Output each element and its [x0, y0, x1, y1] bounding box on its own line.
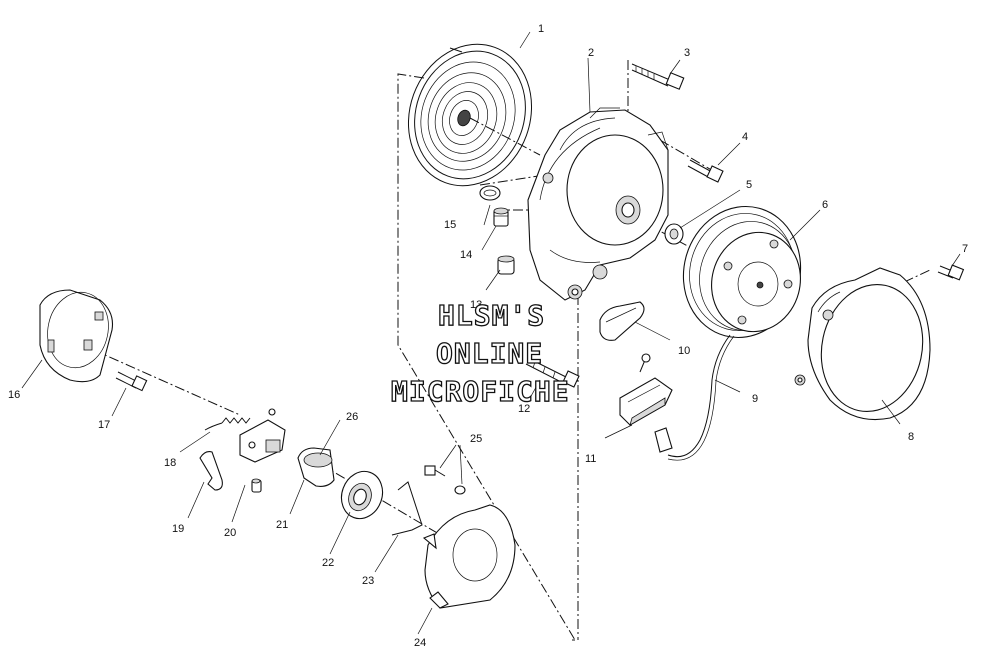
- fitting: [493, 207, 509, 227]
- recoil-spring: [407, 43, 533, 187]
- label-part-7: 7: [962, 243, 968, 255]
- cup-screw: [115, 371, 148, 392]
- label-part-19: 19: [172, 523, 184, 535]
- pin: [251, 478, 262, 493]
- outer-cover: [794, 267, 931, 421]
- label-part-20: 20: [224, 527, 236, 539]
- label-part-12: 12: [518, 403, 530, 415]
- long-bolt: [631, 63, 685, 90]
- label-part-26: 26: [346, 411, 358, 423]
- collar: [297, 447, 335, 487]
- starter-housing: [527, 107, 669, 301]
- starter-rope: [667, 334, 735, 461]
- washer-ring: [340, 470, 384, 520]
- small-spring: [204, 417, 251, 431]
- cover-bolt: [937, 264, 965, 281]
- cup-housing: [39, 289, 114, 383]
- watermark: HLSM'S ONLINE MICROFICHE: [390, 298, 570, 408]
- seal-ring: [664, 223, 684, 245]
- label-part-2: 2: [588, 47, 594, 59]
- long-screw: [525, 357, 580, 388]
- label-part-24: 24: [414, 637, 426, 649]
- cam-plate: [599, 301, 645, 341]
- o-ring: [479, 185, 501, 201]
- label-part-1: 1: [538, 23, 544, 35]
- label-part-25: 25: [470, 433, 482, 445]
- label-part-3: 3: [684, 47, 690, 59]
- label-part-10: 10: [678, 345, 690, 357]
- label-part-18: 18: [164, 457, 176, 469]
- small-bolt-and-washer: [424, 465, 466, 495]
- base-plate: [422, 504, 516, 609]
- watermark-line-1: HLSM'S: [438, 299, 545, 332]
- label-part-22: 22: [322, 557, 334, 569]
- wire-clip: [391, 481, 423, 536]
- label-part-21: 21: [276, 519, 288, 531]
- label-part-6: 6: [822, 199, 828, 211]
- ratchet-bracket: [239, 408, 286, 463]
- label-part-17: 17: [98, 419, 110, 431]
- label-part-5: 5: [746, 179, 752, 191]
- starter-handle: [619, 353, 673, 453]
- short-bolt: [687, 159, 724, 183]
- leader-lines: [21, 31, 961, 635]
- bushing: [497, 255, 515, 275]
- label-part-11: 11: [585, 453, 596, 465]
- label-part-15: 15: [444, 219, 456, 231]
- watermark-line-3: MICROFICHE: [391, 375, 570, 408]
- label-part-4: 4: [742, 131, 748, 143]
- starter-pulley: [682, 205, 802, 339]
- watermark-line-2: ONLINE: [436, 337, 543, 370]
- label-part-13: 13: [470, 299, 482, 311]
- label-part-23: 23: [362, 575, 374, 587]
- pawl: [199, 451, 223, 491]
- label-part-16: 16: [8, 389, 20, 401]
- part-number-labels: 1 2 3 4 5 6 7 8 9 10 11 12 13 14 15 16 1…: [8, 23, 968, 649]
- label-part-8: 8: [908, 431, 914, 443]
- label-part-9: 9: [752, 393, 758, 405]
- label-part-14: 14: [460, 249, 472, 261]
